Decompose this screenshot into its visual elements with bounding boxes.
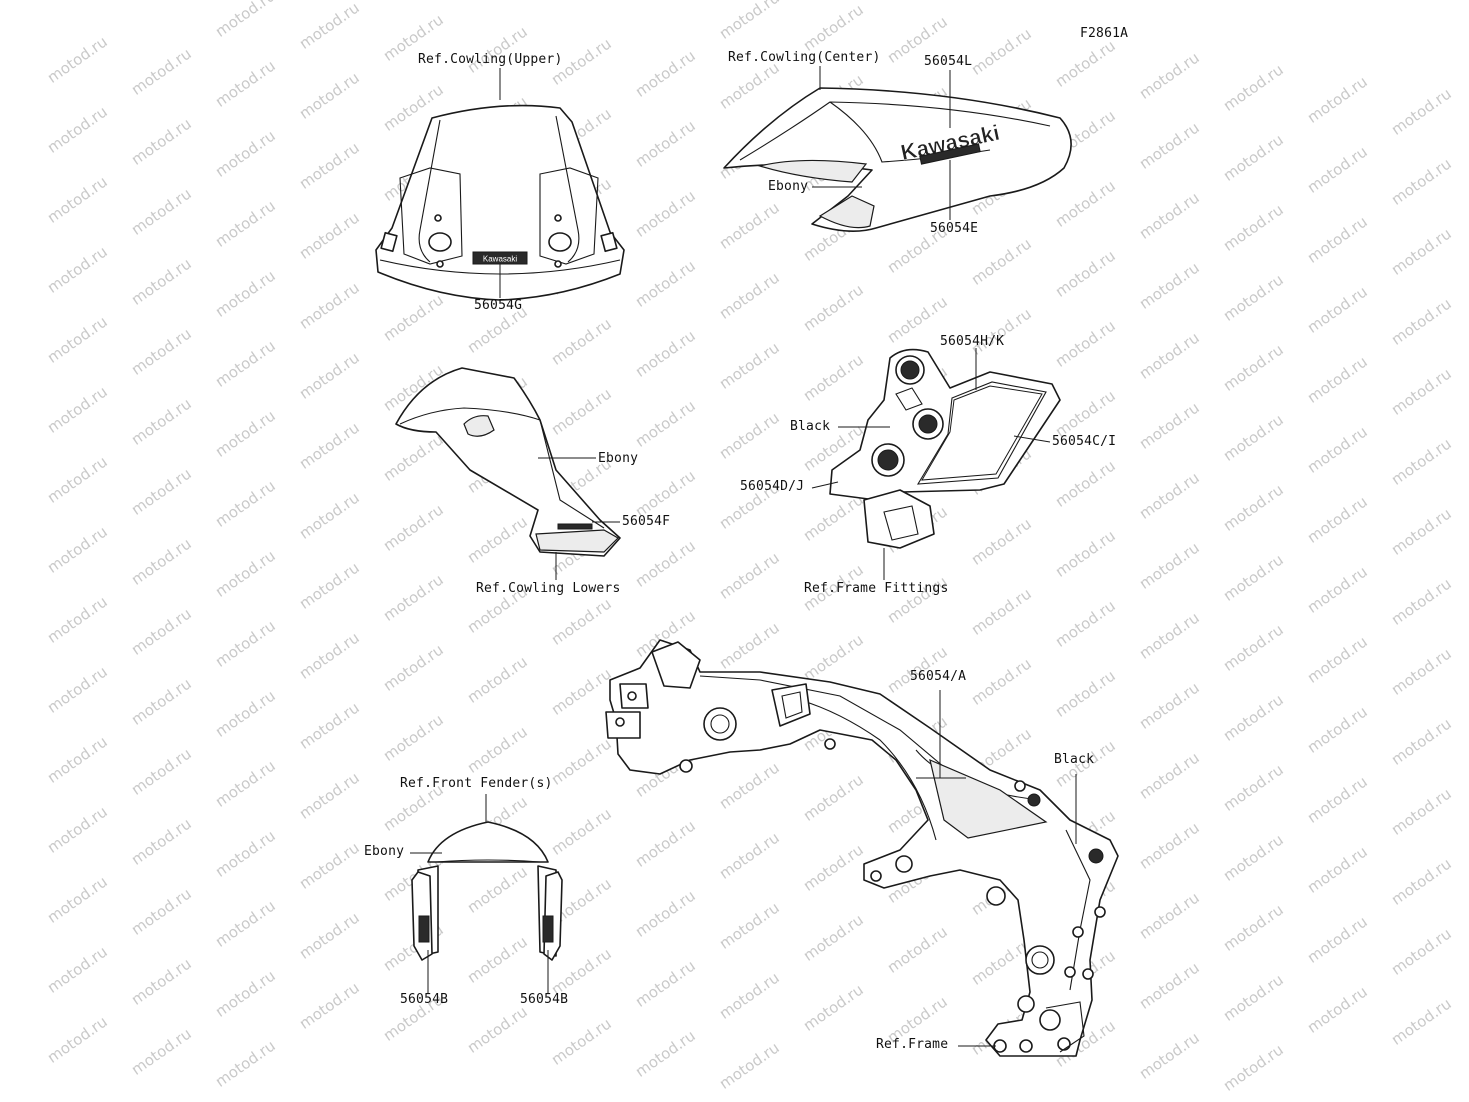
front-fender-drawing [410, 794, 563, 994]
label-ref-frame-fittings: Ref.Frame Fittings [804, 581, 949, 596]
label-56054hk: 56054H/K [940, 334, 1005, 349]
label-ebony-fender: Ebony [364, 844, 405, 859]
model-stripe-decal [919, 143, 981, 165]
lowers-decal-stripe [557, 523, 593, 530]
label-ref-cowling-upper: Ref.Cowling(Upper) [418, 52, 563, 67]
cowling-lowers-drawing [395, 367, 621, 580]
label-ebony-center: Ebony [768, 179, 809, 194]
fender-decal-left [418, 915, 430, 943]
label-56054a: 56054/A [910, 669, 967, 684]
brand-small-text: Kawasaki [483, 255, 517, 264]
label-56054b-right: 56054B [520, 992, 569, 1007]
label-56054b-left: 56054B [400, 992, 449, 1007]
label-ref-frame: Ref.Frame [876, 1037, 949, 1052]
center-cowling-drawing: Kawasaki [723, 66, 1072, 232]
label-ref-cowling-lowers: Ref.Cowling Lowers [476, 581, 621, 596]
label-56054f: 56054F [622, 514, 671, 529]
label-56054dj: 56054D/J [740, 479, 805, 494]
label-56054e: 56054E [930, 221, 979, 236]
upper-cowling-drawing: Kawasaki [375, 68, 625, 301]
frame-fittings-drawing [811, 348, 1061, 580]
main-frame-drawing [605, 639, 1119, 1057]
label-black-frame: Black [1054, 752, 1095, 767]
figure-code: F2861A [1080, 26, 1129, 41]
label-black-fitting: Black [790, 419, 831, 434]
label-ref-cowling-center: Ref.Cowling(Center) [728, 50, 881, 65]
label-56054g: 56054G [474, 298, 523, 313]
label-ebony-lowers: Ebony [598, 451, 639, 466]
fender-decal-right [542, 915, 554, 943]
label-56054ci: 56054C/I [1052, 434, 1117, 449]
label-56054l: 56054L [924, 54, 973, 69]
label-ref-front-fender: Ref.Front Fender(s) [400, 776, 553, 791]
